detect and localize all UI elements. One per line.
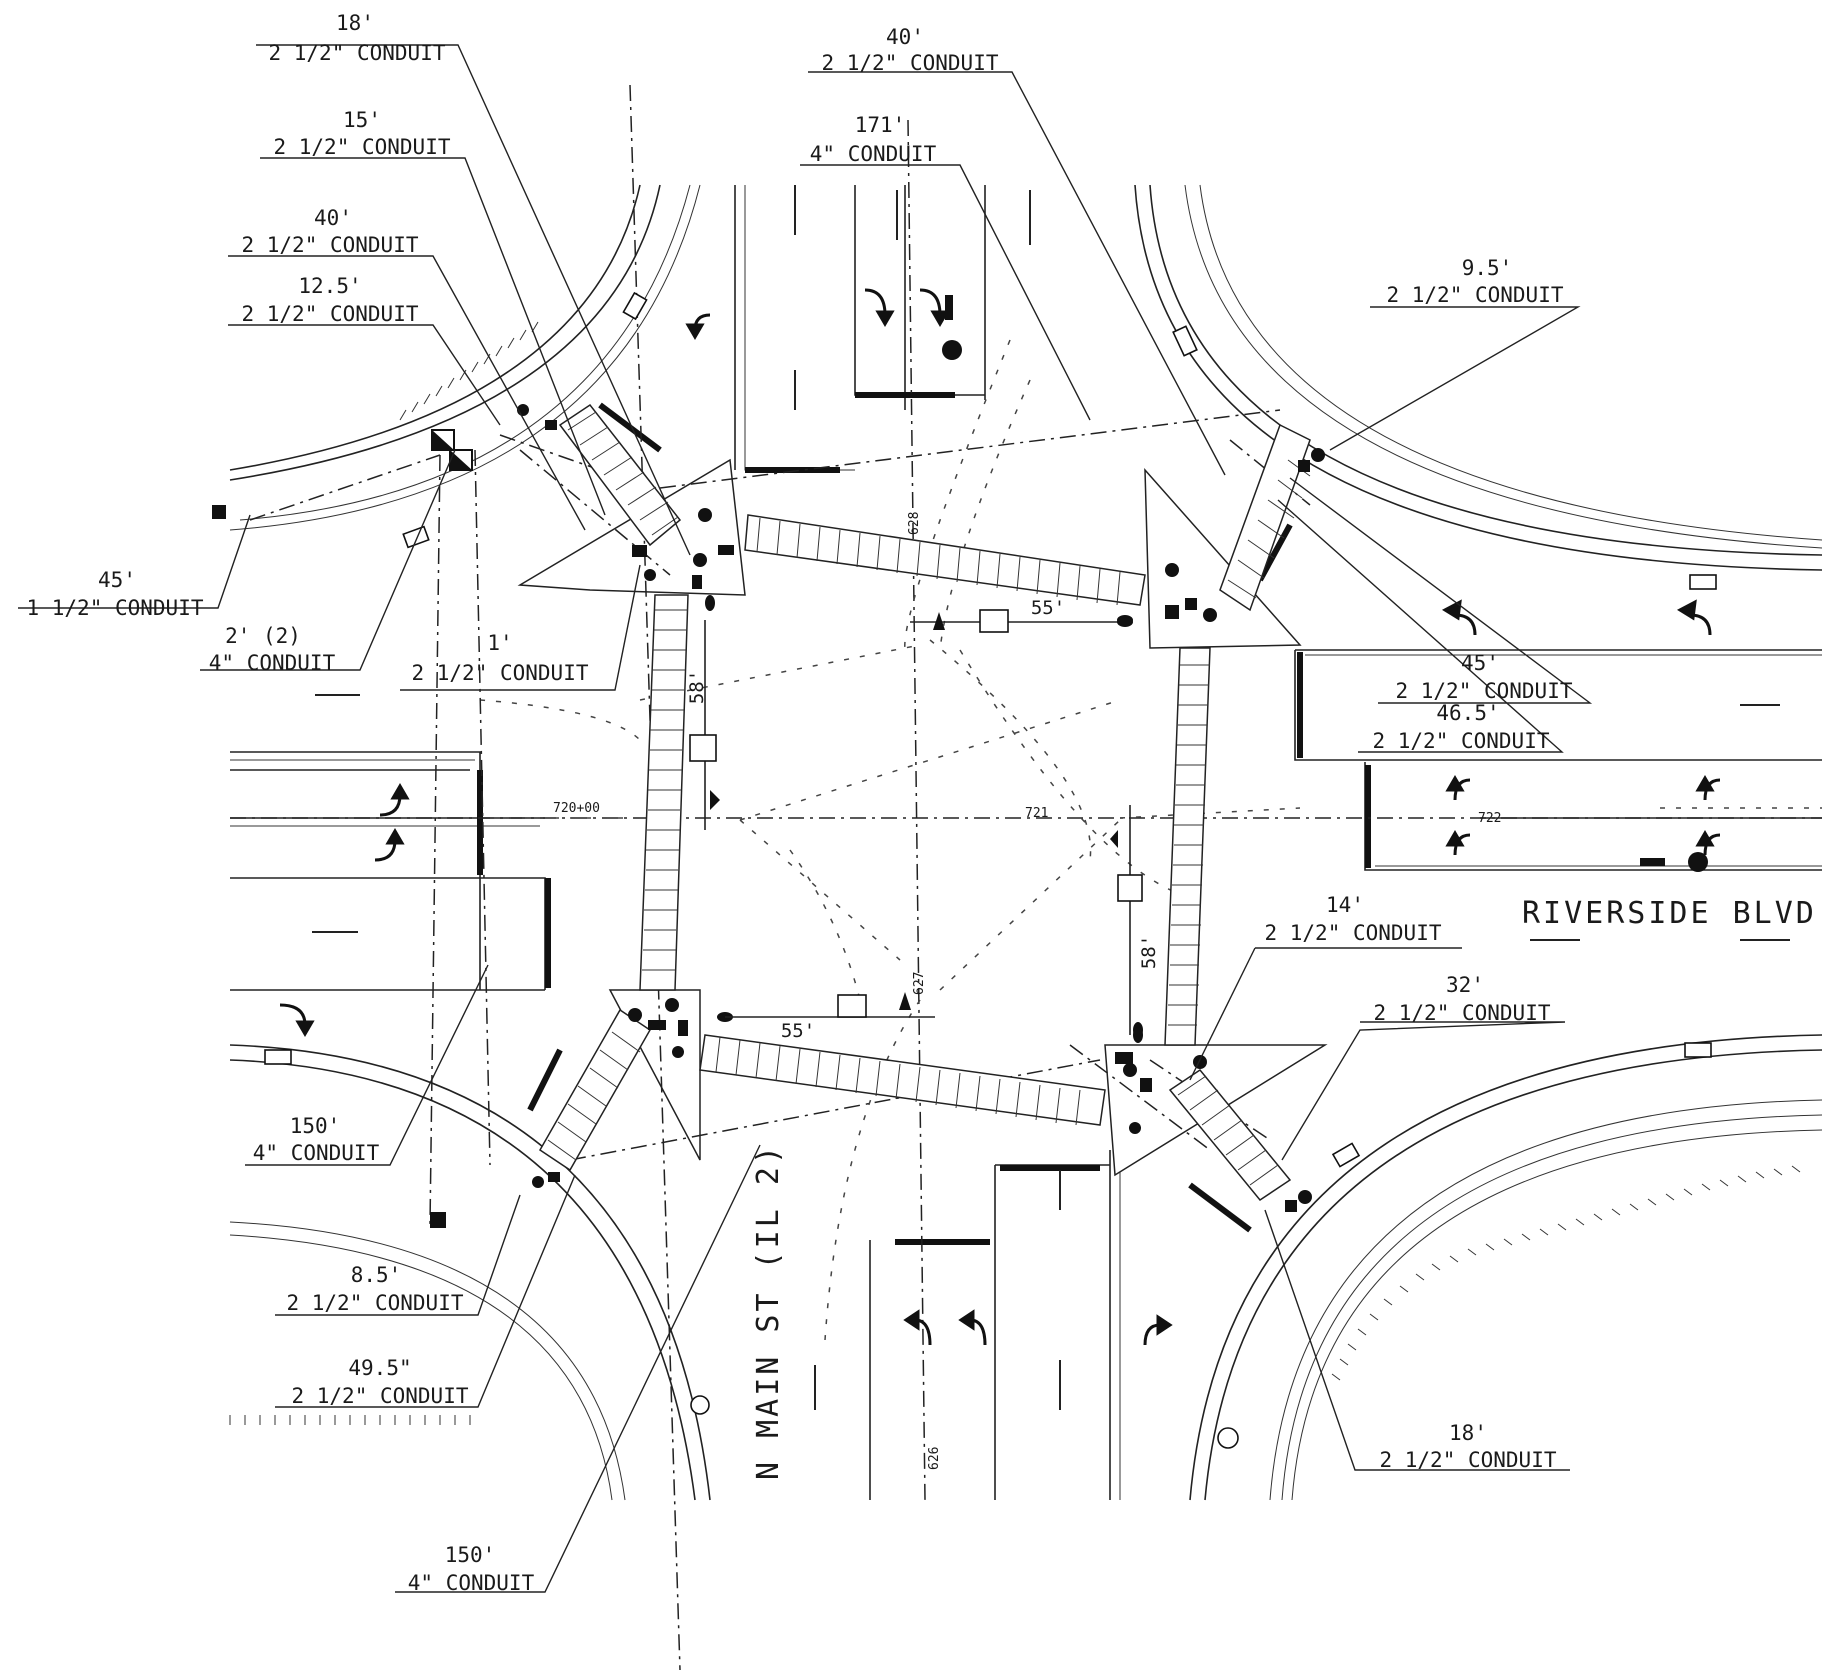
- conduit-size: 2 1/2" CONDUIT: [241, 302, 418, 326]
- ne-island: [1144, 467, 1302, 649]
- crosswalks: [539, 403, 1311, 1202]
- conduit-length: 150': [290, 1114, 341, 1138]
- centerlines: [230, 84, 1822, 1671]
- conduit-length: 14': [1326, 893, 1364, 917]
- conduit-size: 2 1/2" CONDUIT: [1372, 729, 1549, 753]
- conduit-size: 2 1/2" CONDUIT: [411, 661, 588, 685]
- hatch-marks: [229, 321, 1801, 1425]
- ped-detector-north: [910, 609, 1133, 633]
- conduit-length: 45': [98, 568, 136, 592]
- corner-ramp-hatching: [539, 403, 1311, 1202]
- luminaire-icon: [1684, 1042, 1712, 1058]
- road-name-n-main-st: N MAIN ST (IL 2): [751, 1143, 786, 1480]
- conduit-length: 45': [1461, 651, 1499, 675]
- conduit-length: 15': [343, 108, 381, 132]
- station-720: 720+00: [553, 801, 600, 816]
- conduit-size: 2 1/2" CONDUIT: [821, 51, 998, 75]
- crosswalk-west: [639, 594, 689, 991]
- station-628: 628: [907, 512, 922, 535]
- conduit-length: 2' (2): [225, 624, 301, 648]
- station-627: 627: [912, 972, 927, 995]
- roadway-linework: [229, 184, 1822, 1501]
- station-722: 722: [1478, 811, 1501, 826]
- corner-cluster-nw: [517, 404, 734, 611]
- luminaire-icon: [622, 291, 648, 321]
- conduit-size: 1 1/2" CONDUIT: [26, 596, 203, 620]
- stop-bars: [477, 392, 1371, 1245]
- conduit-labels: 18' 2 1/2" CONDUIT 15' 2 1/2" CONDUIT 40…: [26, 11, 1572, 1595]
- luminaire-icon: [1689, 574, 1717, 590]
- ped-detector-south: [725, 992, 935, 1018]
- crosswalk-south-dimension: 55': [781, 1020, 815, 1042]
- conduit-length: 40': [314, 206, 352, 230]
- conduit-size: 2 1/2" CONDUIT: [1264, 921, 1441, 945]
- conduit-size: 2 1/2" CONDUIT: [1379, 1448, 1556, 1472]
- leader-lines: [18, 44, 1593, 1593]
- conduit-length: 171': [855, 113, 906, 137]
- conduit-length: 18': [336, 11, 374, 35]
- conduit-size: 2 1/2" CONDUIT: [291, 1384, 468, 1408]
- junction-box-icon: [212, 505, 226, 519]
- conduit-size: 4" CONDUIT: [209, 651, 336, 675]
- conduit-length: 150': [445, 1543, 496, 1567]
- conduit-length: 9.5': [1462, 256, 1513, 280]
- conduit-length: 32': [1446, 973, 1484, 997]
- junction-box-icon: [430, 1212, 446, 1228]
- conduit-length: 8.5': [351, 1263, 402, 1287]
- conduit-length: 49.5": [348, 1356, 411, 1380]
- road-names: RIVERSIDE BLVD N MAIN ST (IL 2): [751, 896, 1817, 1480]
- luminaire-icon: [1331, 1142, 1361, 1168]
- conduit-length: 40': [886, 25, 924, 49]
- station-labels: 720+00 721 722 628 627 626: [553, 512, 1501, 1470]
- crosswalk-north: [744, 514, 1146, 606]
- crosswalk-west-dimension: 58': [686, 670, 708, 704]
- conduit-size: 4" CONDUIT: [810, 142, 937, 166]
- conduit-size: 2 1/2" CONDUIT: [1386, 283, 1563, 307]
- conduit-length: 18': [1449, 1421, 1487, 1445]
- conduit-size: 2 1/2" CONDUIT: [1373, 1001, 1550, 1025]
- conduit-size: 2 1/2" CONDUIT: [1395, 679, 1572, 703]
- luminaire-icon: [402, 525, 430, 549]
- crosswalk-dimensions: 55' 55' 58' 58': [686, 597, 1160, 1042]
- conduit-size: 2 1/2" CONDUIT: [273, 135, 450, 159]
- conduit-length: 46.5': [1436, 701, 1499, 725]
- conduit-length: 12.5': [298, 274, 361, 298]
- luminaires: [264, 291, 1717, 1449]
- crosswalk-south: [699, 1034, 1106, 1126]
- lane-lines: [312, 185, 1790, 1410]
- pavement-arrows: [279, 288, 1721, 1346]
- crosswalk-north-dimension: 55': [1031, 597, 1065, 619]
- luminaire-icon: [1172, 325, 1198, 357]
- luminaire-icon: [264, 1049, 292, 1065]
- crosswalk-east: [1164, 647, 1211, 1046]
- station-721: 721: [1025, 806, 1048, 821]
- crosswalk-east-dimension: 58': [1138, 935, 1160, 969]
- conduit-size: 2 1/2" CONDUIT: [286, 1291, 463, 1315]
- ped-detector-east: [1110, 805, 1143, 1043]
- conduit-size: 4" CONDUIT: [408, 1571, 535, 1595]
- road-name-riverside-blvd: RIVERSIDE BLVD: [1522, 896, 1817, 931]
- ped-detector-west: [689, 620, 720, 830]
- corner-cluster-se: [1115, 1022, 1312, 1212]
- controller-cabinet-icon: [431, 429, 473, 471]
- station-626: 626: [927, 1447, 942, 1470]
- signal-pole-icon: [1688, 852, 1708, 872]
- conduit-size: 2 1/2" CONDUIT: [268, 41, 445, 65]
- corner-cluster-sw: [532, 998, 733, 1188]
- conduit-size: 2 1/2" CONDUIT: [241, 233, 418, 257]
- conduit-length: 1': [487, 631, 512, 655]
- signal-pole-icon: [942, 340, 962, 360]
- conduit-size: 4" CONDUIT: [253, 1141, 380, 1165]
